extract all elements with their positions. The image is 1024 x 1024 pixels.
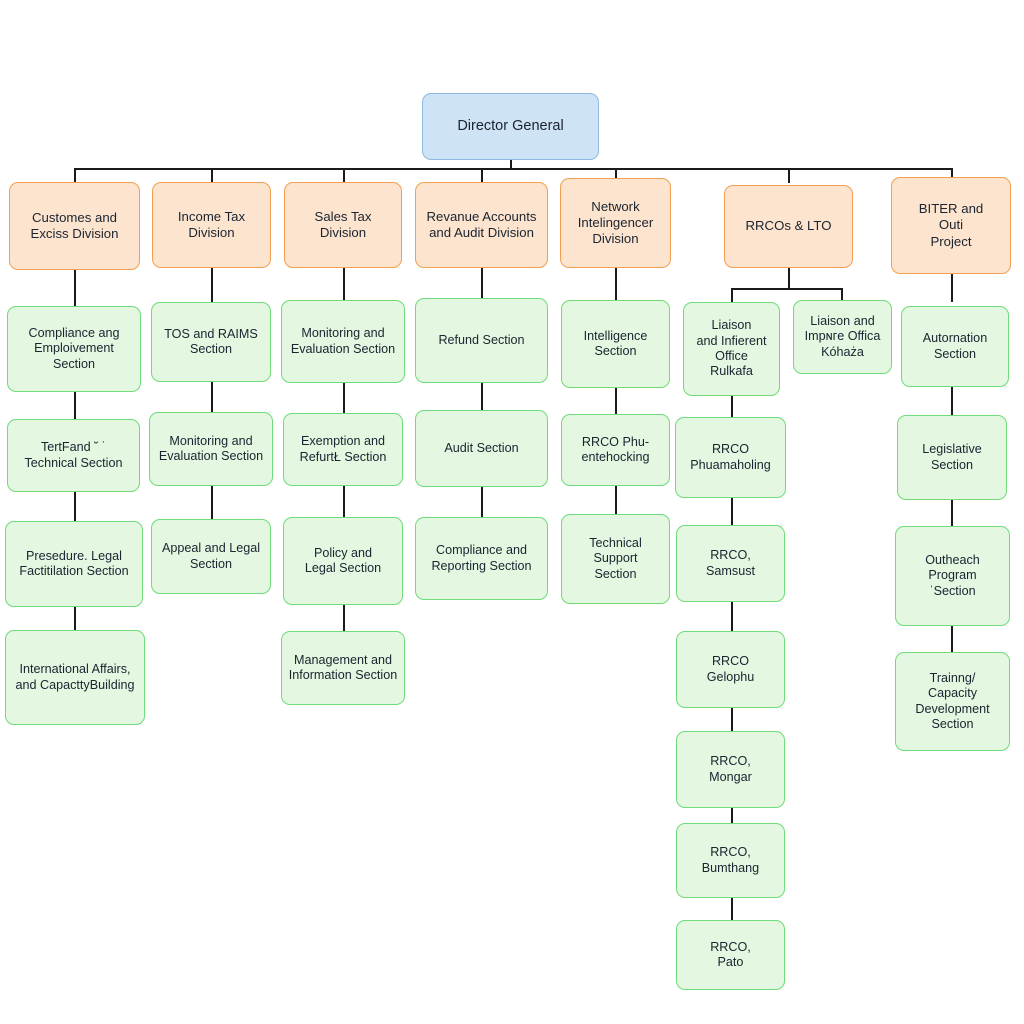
node-division-income-tax[interactable]: Income Tax Division (152, 182, 271, 268)
node-section-appeal-legal[interactable]: Appeal and Legal Section (151, 519, 271, 594)
connector-bus-to-division-3 (343, 168, 345, 183)
connector-c6-split-left (731, 288, 733, 302)
connector-bus-to-division-5 (615, 168, 617, 183)
node-section-presedure-legal-facilitation[interactable]: Presedure. Legal Factitilation Section (5, 521, 143, 607)
node-section-automation[interactable]: Autornation Section (901, 306, 1009, 387)
connector-bus-to-division-2 (211, 168, 213, 183)
connector-c6-s0 (731, 396, 733, 417)
node-section-rrco-bumthang[interactable]: RRCO, Bumthang (676, 823, 785, 898)
connector-c1-s0 (74, 270, 76, 306)
connector-c1-s3 (74, 607, 76, 630)
connector-bus-to-division-1 (74, 168, 76, 183)
node-section-rrco-samsust[interactable]: RRCO, Samsust (676, 525, 785, 602)
connector-c5-s0 (615, 268, 617, 300)
node-section-monitoring-evaluation-sales[interactable]: Monitoring and Evaluation Section (281, 300, 405, 383)
connector-c6-split-down (788, 268, 790, 289)
node-section-training-capacity-development[interactable]: Trainng/ Capacity Development Section (895, 652, 1010, 751)
node-division-biter-outi-project[interactable]: BITER and Outi Project (891, 177, 1011, 274)
node-section-international-affairs-capacity[interactable]: International Affairs, and CapacttyBuild… (5, 630, 145, 725)
node-section-tos-raims[interactable]: TOS and RAIMS Section (151, 302, 271, 382)
node-section-rrco-gelophu[interactable]: RRCO Gelophu (676, 631, 785, 708)
connector-bus-to-division-4 (481, 168, 483, 183)
node-division-sales-tax[interactable]: Sales Tax Division (284, 182, 402, 268)
connector-root-down (510, 160, 512, 170)
node-section-liaison-office-rulkafa[interactable]: Liaison and Inﬁerent Office Rulkafa (683, 302, 780, 396)
node-division-rrcos-lto[interactable]: RRCOs & LTO (724, 185, 853, 268)
connector-c5-s1 (615, 388, 617, 414)
node-section-audit[interactable]: Audit Section (415, 410, 548, 487)
connector-c7-s2 (951, 500, 953, 526)
connector-c6-s3 (731, 602, 733, 631)
node-section-policy-legal[interactable]: Policy and Legal Section (283, 517, 403, 605)
connector-c7-s1 (951, 387, 953, 415)
node-section-compliance-employment[interactable]: Compliance ang Emploivement Section (7, 306, 141, 392)
connector-c3-s2 (343, 486, 345, 517)
connector-c3-s0 (343, 268, 345, 300)
connector-bus-to-division-7 (951, 168, 953, 183)
connector-c3-s1 (343, 383, 345, 413)
node-section-monitoring-evaluation-income[interactable]: Monitoring and Evaluation Section (149, 412, 273, 486)
node-section-intelligence[interactable]: Intelligence Section (561, 300, 670, 388)
connector-c1-s1 (74, 392, 76, 419)
connector-c2-s1 (211, 382, 213, 412)
node-division-customs-excise[interactable]: Customes and Exciss Division (9, 182, 140, 270)
node-section-liaison-office-kohaza[interactable]: Liaison and Impɴгe Offica Kóhaża (793, 300, 892, 374)
node-section-rrco-phuentsholing[interactable]: RRCO Phu- entehocking (561, 414, 670, 486)
node-section-rrco-pato[interactable]: RRCO, Pato (676, 920, 785, 990)
connector-c2-s2 (211, 486, 213, 519)
connector-c4-s0 (481, 268, 483, 298)
node-director-general[interactable]: Director General (422, 93, 599, 160)
connector-c6-s2 (731, 498, 733, 525)
connector-c6-split-right (841, 288, 843, 300)
node-section-tertfand-technical[interactable]: TertFand ˘ ˙ Technical Section (7, 419, 140, 492)
connector-c5-s2 (615, 486, 617, 514)
node-division-revenue-accounts-audit[interactable]: Revanue Accounts and Audit Division (415, 182, 548, 268)
node-section-rrco-phuamaholing[interactable]: RRCO Phuamaholing (675, 417, 786, 498)
connector-c1-s2 (74, 492, 76, 521)
connector-c6-split-bus (731, 288, 843, 290)
node-section-management-information[interactable]: Management and Information Section (281, 631, 405, 705)
node-section-refund[interactable]: Refund Section (415, 298, 548, 383)
node-section-technical-support[interactable]: Technical Support Section (561, 514, 670, 604)
connector-c7-s3 (951, 626, 953, 652)
node-section-rrco-mongar[interactable]: RRCO, Mongar (676, 731, 785, 808)
node-section-outreach-program[interactable]: Outheach Program ˈSection (895, 526, 1010, 626)
connector-c7-s0 (951, 274, 953, 302)
connector-c6-s6 (731, 898, 733, 920)
connector-c2-s0 (211, 268, 213, 302)
connector-c3-s3 (343, 605, 345, 631)
node-division-network-intelligence[interactable]: Network Intelingencer Division (560, 178, 671, 268)
connector-c4-s2 (481, 487, 483, 517)
connector-c6-s4 (731, 708, 733, 731)
connector-main-bus (74, 168, 952, 170)
node-section-exemption-refund[interactable]: Exemption and RefurtŁ Section (283, 413, 403, 486)
node-section-legislative[interactable]: Legislative Section (897, 415, 1007, 500)
node-section-compliance-reporting[interactable]: Compliance and Reporting Section (415, 517, 548, 600)
connector-c4-s1 (481, 383, 483, 410)
connector-bus-to-division-6 (788, 168, 790, 183)
connector-c6-s5 (731, 808, 733, 831)
